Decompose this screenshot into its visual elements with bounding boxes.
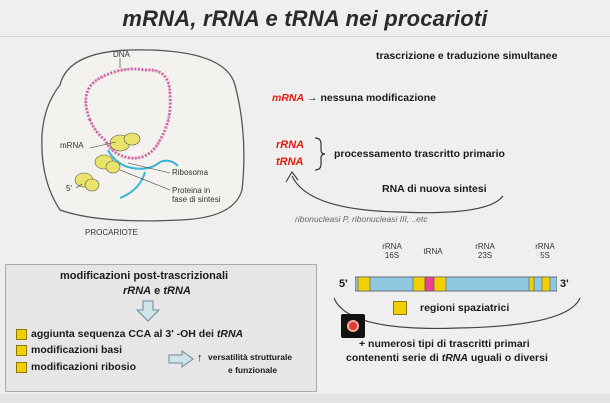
versatility-line1: versatilità strutturale bbox=[208, 352, 293, 362]
operon-bar bbox=[355, 276, 557, 292]
spacer-region bbox=[357, 276, 371, 292]
no-modification-text: nessuna modificazione bbox=[320, 92, 436, 104]
right-arrow-icon bbox=[168, 350, 194, 368]
box-subheading: rRNA e tRNA bbox=[123, 285, 191, 297]
protein-label-line2: fase di sintesi bbox=[172, 195, 221, 204]
rrna-text: rRNA bbox=[276, 139, 305, 151]
page-title: mRNA, rRNA e tRNA nei procarioti bbox=[122, 6, 488, 31]
trna-region bbox=[424, 276, 435, 292]
spacer-legend-swatch bbox=[393, 301, 407, 315]
brace-icon bbox=[314, 137, 326, 171]
versatility-arrow-icon: ↑ bbox=[197, 352, 203, 364]
versatility-line2: e funzionale bbox=[228, 365, 278, 375]
spacer-region bbox=[433, 276, 447, 292]
bullet-square bbox=[16, 328, 27, 340]
bullet-square bbox=[16, 361, 27, 373]
operon-five-prime: 5' bbox=[339, 278, 348, 290]
processing-label: processamento trascritto primario bbox=[334, 148, 505, 160]
box-item-3: modificazioni ribosio bbox=[16, 361, 136, 373]
note-line2: contenenti serie di tRNA uguali o divers… bbox=[346, 352, 548, 364]
spacer-region bbox=[412, 276, 426, 292]
operon-label-trna: tRNA bbox=[423, 247, 443, 256]
five-prime-label: 5' bbox=[66, 184, 72, 193]
box-item-1: aggiunta sequenza CCA al 3' -OH dei tRNA bbox=[16, 328, 243, 340]
spacer-legend-label: regioni spaziatrici bbox=[420, 302, 510, 314]
mrna-label: mRNA bbox=[60, 141, 84, 150]
protein-label-line1: Proteina in bbox=[172, 186, 211, 195]
operon-three-prime: 3' bbox=[560, 278, 569, 290]
mrna-row: mRNA → nessuna modificazione bbox=[272, 92, 436, 104]
bottom-strip bbox=[0, 394, 610, 403]
enzymes-label: ribonucleasi P, ribonucleasi III, ..etc bbox=[295, 214, 428, 224]
note-line1: + numerosi tipi di trascritti primari bbox=[359, 338, 530, 350]
ribosome-label: Ribosoma bbox=[172, 168, 209, 177]
post-transcriptional-box bbox=[5, 264, 317, 392]
new-rna-label: RNA di nuova sintesi bbox=[382, 183, 487, 195]
cell-caption: PROCARIOTE bbox=[85, 228, 138, 237]
simultaneous-label: trascrizione e traduzione simultanee bbox=[376, 50, 558, 62]
bracket-arrow-icon bbox=[333, 297, 581, 330]
bullet-square bbox=[16, 344, 27, 356]
box-item-2: modificazioni basi bbox=[16, 344, 122, 356]
box-heading: modificazioni post-trascrizionali bbox=[60, 270, 229, 282]
dna-strand bbox=[84, 67, 172, 160]
trna-text: tRNA bbox=[276, 156, 304, 168]
spacer-region bbox=[541, 276, 551, 292]
down-arrow-icon bbox=[135, 300, 161, 322]
mrna-text: mRNA bbox=[272, 92, 305, 104]
title-divider bbox=[0, 36, 610, 37]
record-icon[interactable] bbox=[341, 314, 365, 338]
spacer-region bbox=[528, 276, 535, 292]
dna-label: DNA bbox=[113, 50, 130, 59]
curved-arrow-icon bbox=[285, 170, 504, 214]
mrna-strand bbox=[107, 149, 161, 170]
arrow-icon: → bbox=[307, 92, 318, 104]
prokaryote-diagram bbox=[41, 49, 245, 222]
